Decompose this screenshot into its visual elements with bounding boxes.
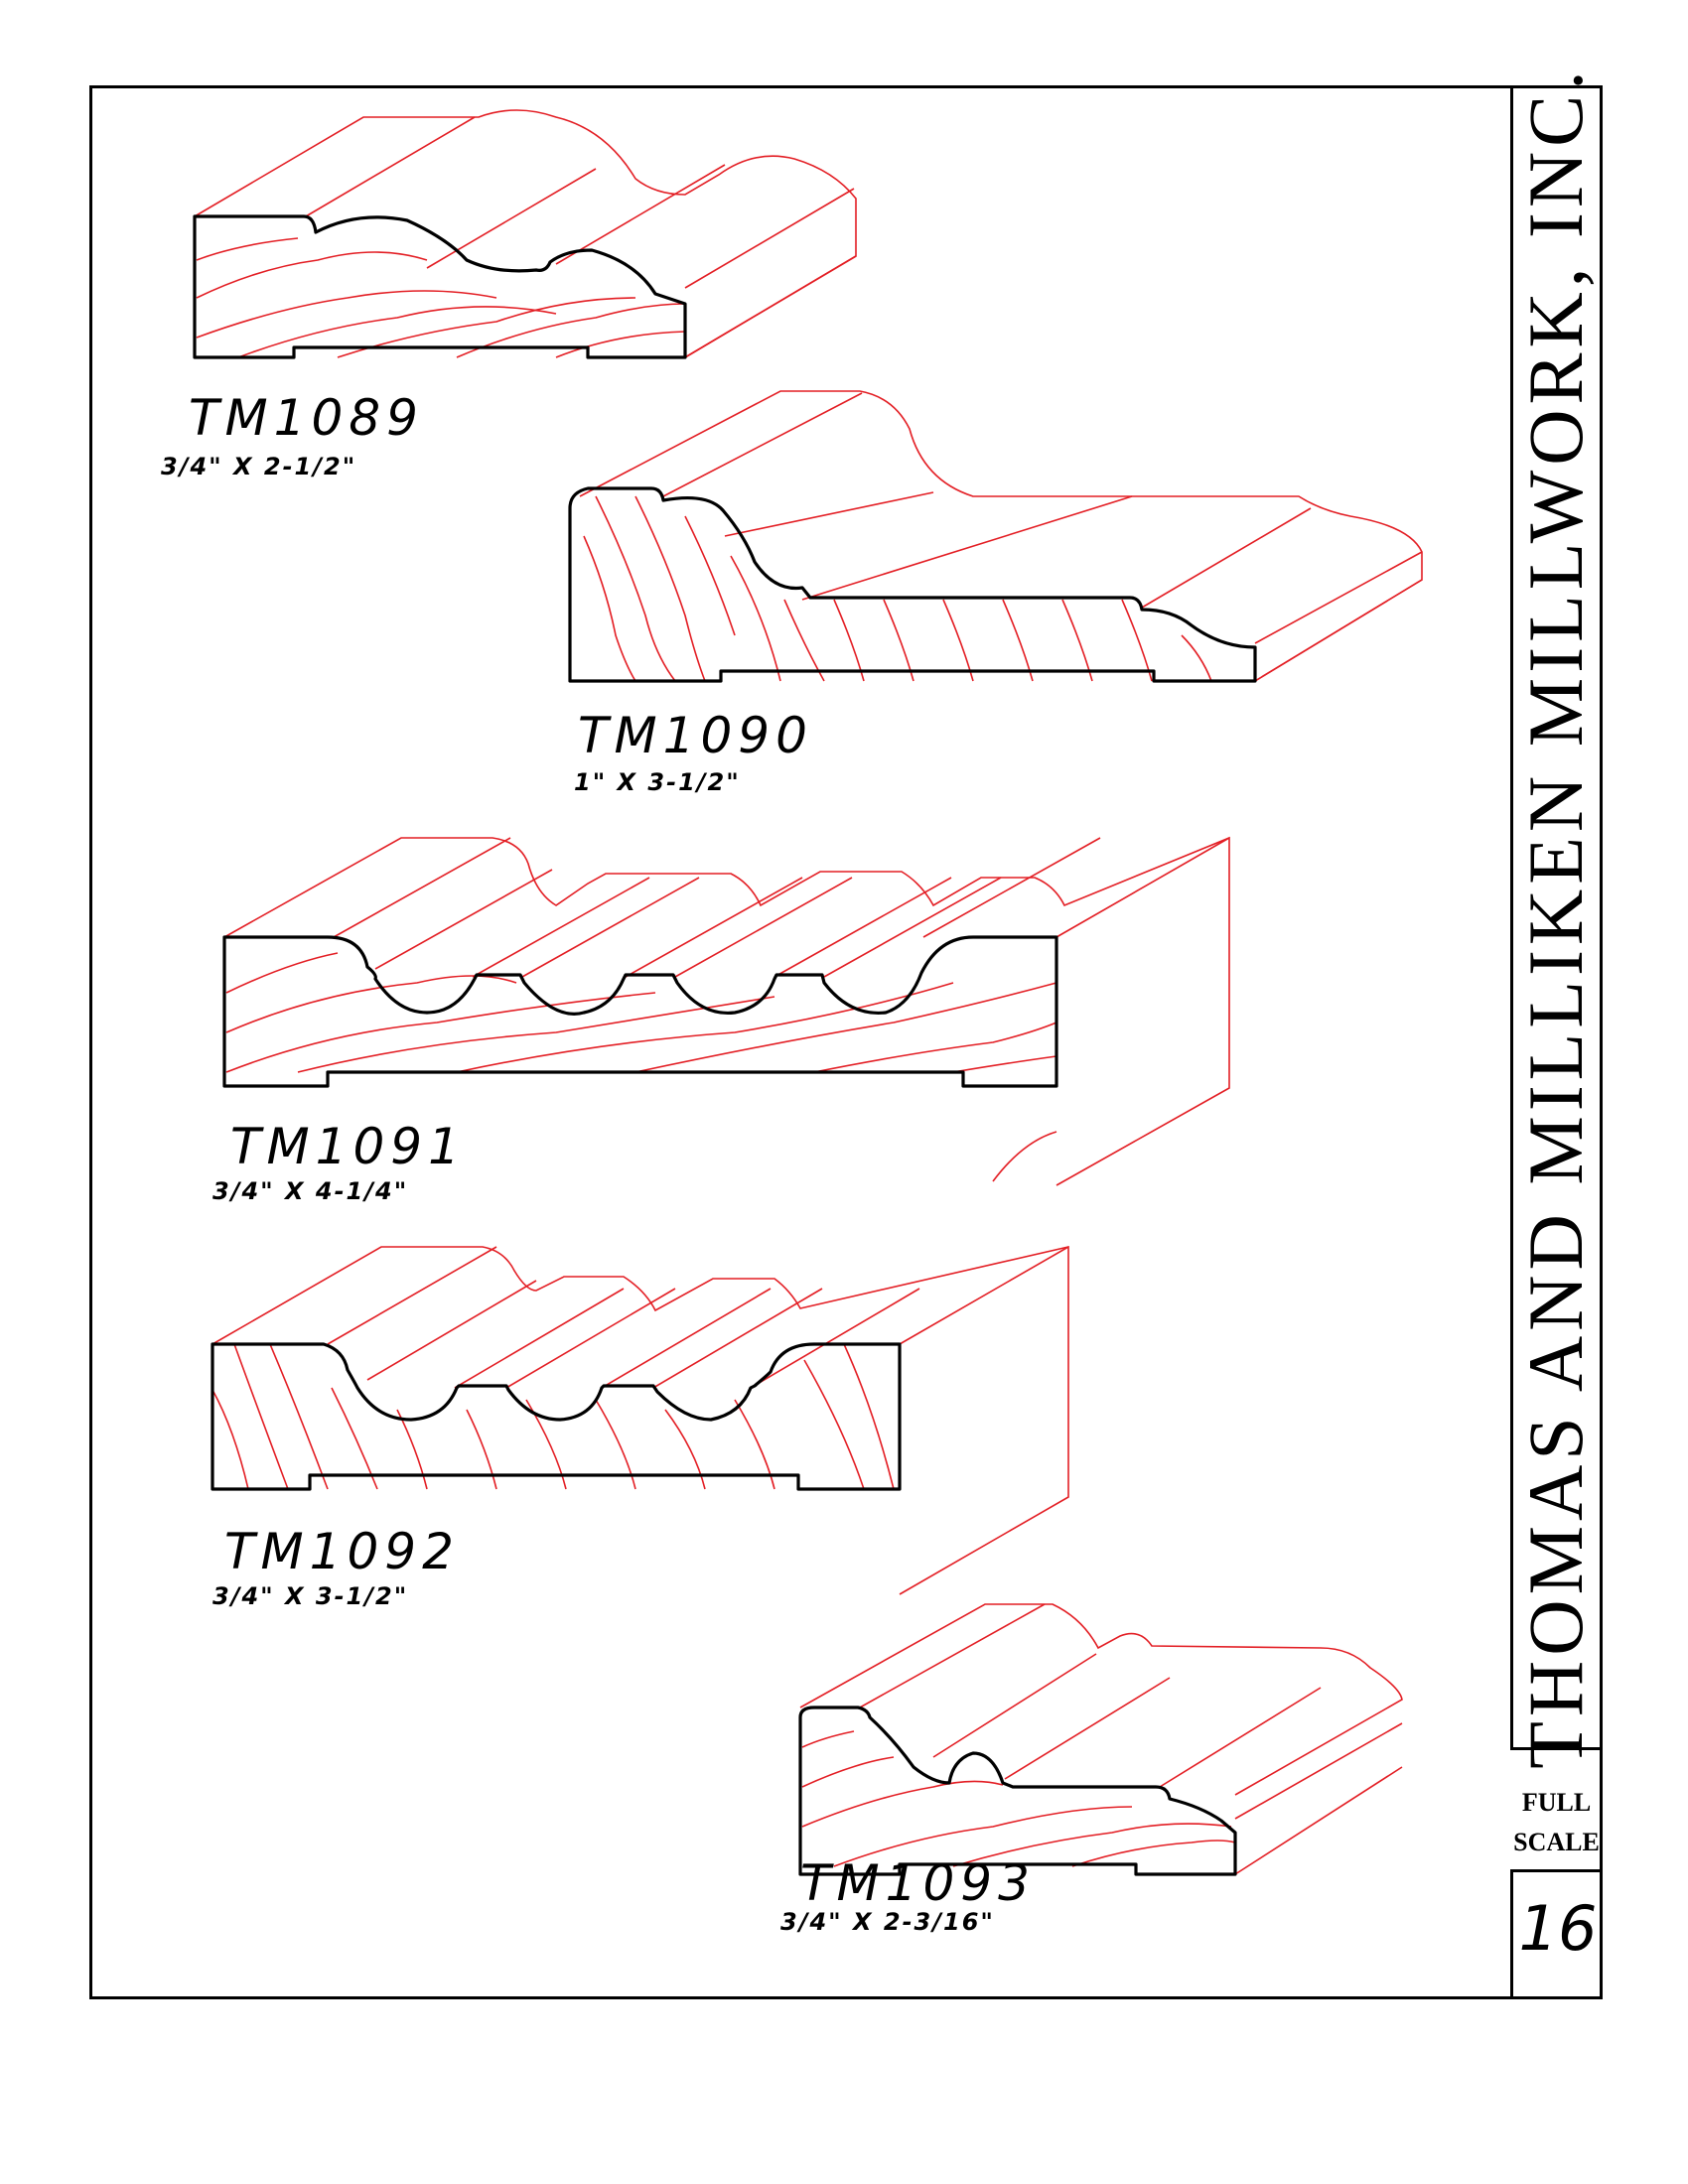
tm1093-code: TM1093	[800, 1854, 1036, 1912]
tm1091-code: TM1091	[230, 1118, 466, 1175]
tm1092-extrusion	[211, 1245, 1069, 1595]
tm1090-extrusion	[579, 390, 1423, 682]
tm1089-profile	[193, 214, 687, 359]
tm1090-code: TM1090	[578, 707, 813, 764]
tm1093-grain	[801, 1730, 1236, 1867]
tm1090-dimensions: 1" X 3-1/2"	[574, 768, 741, 796]
tm1091-dimensions: 3/4" X 4-1/4"	[212, 1177, 409, 1205]
tm1092-profile	[211, 1342, 902, 1491]
tm1092-grain	[211, 1343, 895, 1490]
tm1093-dimensions: 3/4" X 2-3/16"	[780, 1908, 995, 1936]
page-number-box: 16	[1510, 1869, 1603, 1999]
scale-note: FULL SCALE	[1510, 1783, 1603, 1862]
tm1089-code: TM1089	[189, 389, 424, 447]
page-number: 16	[1518, 1892, 1598, 1965]
company-title: THOMAS AND MILLIKEN MILLWORK, INC.	[1512, 66, 1599, 1769]
tm1093-extrusion	[799, 1603, 1403, 1875]
molding-tm1090	[568, 390, 1423, 683]
tm1091-extrusion	[223, 836, 1230, 1186]
scale-line-2: SCALE	[1513, 1828, 1600, 1856]
molding-tm1093	[798, 1603, 1403, 1876]
molding-tm1089	[193, 109, 857, 359]
molding-tm1092	[211, 1245, 1069, 1595]
tm1092-dimensions: 3/4" X 3-1/2"	[212, 1582, 409, 1610]
molding-tm1091	[222, 836, 1230, 1186]
page-border	[89, 85, 1603, 1999]
tm1090-grain	[583, 495, 1212, 682]
tm1091-profile	[222, 935, 1058, 1088]
tm1092-code: TM1092	[224, 1523, 460, 1580]
tm1090-profile	[568, 486, 1257, 683]
tm1089-grain	[196, 237, 686, 358]
tm1089-extrusion	[194, 109, 857, 358]
tm1089-dimensions: 3/4" X 2-1/2"	[161, 453, 357, 480]
tm1093-profile	[798, 1706, 1237, 1876]
title-block	[1510, 85, 1603, 1750]
scale-line-1: FULL	[1521, 1788, 1592, 1817]
